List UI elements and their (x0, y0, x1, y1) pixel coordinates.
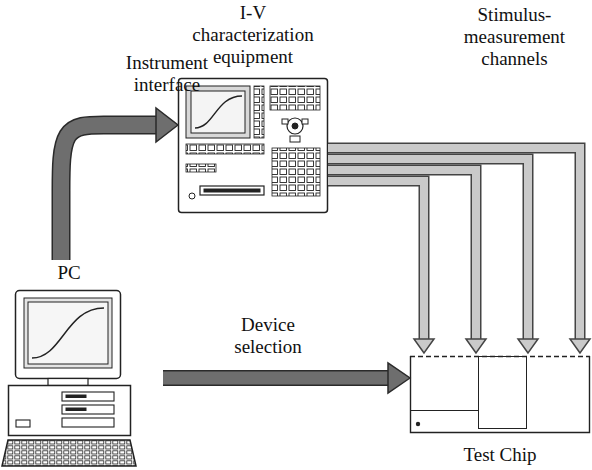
arrow-shaft (61, 125, 157, 260)
illustrated-node: Test Chip (410, 354, 590, 466)
arrow-head (466, 339, 486, 353)
arrow-outline (328, 148, 580, 340)
test-chip-drawing (410, 356, 590, 433)
arrow-shaft (328, 170, 476, 340)
arrow-head (518, 339, 538, 353)
illustrated-node: PC (3, 262, 135, 468)
connector-arrow (163, 363, 410, 393)
arrow-shaft (328, 159, 528, 340)
arrow-shaft (328, 181, 424, 340)
connector-label: Device selection (218, 314, 318, 358)
arrow-head (156, 108, 178, 142)
connector-arrow (61, 108, 178, 260)
illustrated-node: I-V characterization equipment (178, 2, 328, 214)
arrow-outline (328, 170, 476, 340)
connector-label: Stimulus- measurement channels (452, 4, 577, 70)
node-label: Test Chip (410, 444, 590, 466)
arrow-outline (61, 125, 157, 260)
arrow-head (414, 339, 434, 353)
arrow-head (388, 363, 410, 393)
arrow-head (570, 339, 590, 353)
iv-instrument (179, 79, 328, 213)
connector-arrow (328, 148, 590, 353)
arrow-shaft (328, 148, 580, 340)
arrow-outline (328, 159, 528, 340)
arrow-outline (163, 370, 389, 386)
arrow-outline (328, 181, 424, 340)
connector-label: Instrument interface (112, 52, 222, 96)
node-label: PC (3, 262, 135, 284)
pc-illustration (2, 291, 136, 467)
arrow-shaft (163, 372, 389, 385)
